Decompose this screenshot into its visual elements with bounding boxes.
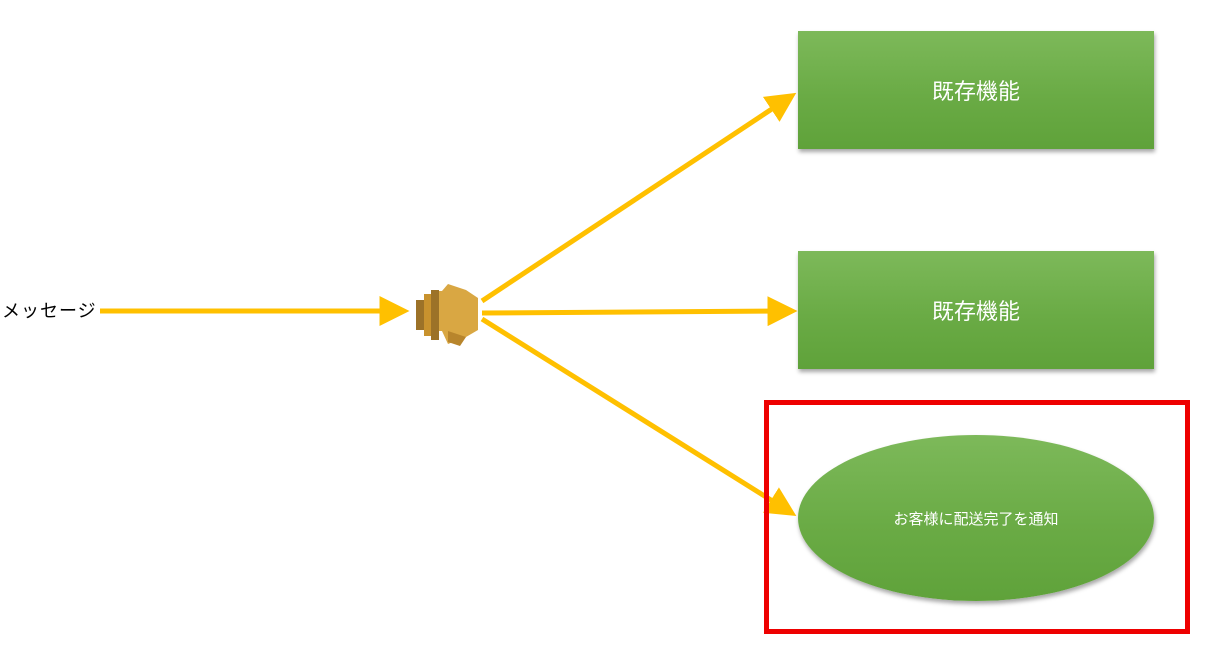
new-feature-node: お客様に配送完了を通知 [798,435,1154,601]
node-label: 既存機能 [931,300,1020,325]
highlight-frame [764,400,1190,634]
megaphone-icon [416,284,478,346]
arrow-hub-to-new-feature [480,316,797,516]
existing-feature-node: 既存機能 [798,31,1154,149]
existing-feature-node: 既存機能 [798,251,1154,369]
arrow-hub-to-existing-2 [481,296,798,327]
message-label: メッセージ [2,301,97,322]
node-label: 既存機能 [931,80,1020,105]
node-label: お客様に配送完了を通知 [893,509,1059,528]
arrow-hub-to-existing-1 [480,92,797,304]
